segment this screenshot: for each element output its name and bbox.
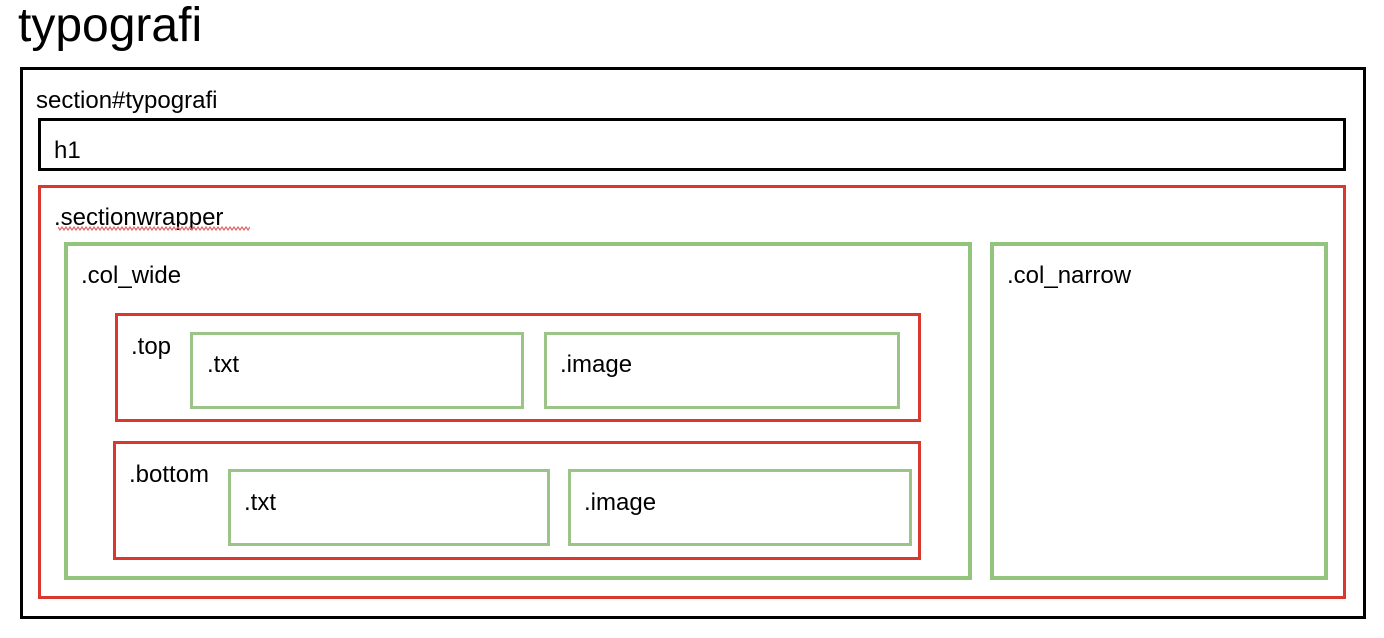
sectionwrapper-label: .sectionwrapper <box>54 204 224 231</box>
col-wide-label: .col_wide <box>81 262 182 289</box>
section-typografi-box <box>20 67 1366 619</box>
page-title: typografi <box>18 0 203 52</box>
top-box <box>115 313 921 422</box>
h1-box <box>38 118 1346 171</box>
top-label: .top <box>131 333 172 360</box>
h1-label: h1 <box>54 137 81 164</box>
bottom-label: .bottom <box>129 461 210 488</box>
col-wide-box <box>64 242 972 580</box>
top-image-label: .image <box>560 351 633 378</box>
top-txt-box <box>190 332 524 409</box>
top-txt-label: .txt <box>207 351 240 378</box>
bottom-box <box>113 441 921 560</box>
bottom-image-label: .image <box>584 489 657 516</box>
sectionwrapper-box <box>38 185 1346 599</box>
spellcheck-underline <box>58 226 250 231</box>
top-image-box <box>544 332 900 409</box>
col-narrow-label: .col_narrow <box>1007 262 1132 289</box>
bottom-txt-box <box>228 469 550 546</box>
bottom-image-box <box>568 469 912 546</box>
section-typografi-label: section#typografi <box>36 87 218 114</box>
bottom-txt-label: .txt <box>244 489 277 516</box>
col-narrow-box <box>990 242 1328 580</box>
